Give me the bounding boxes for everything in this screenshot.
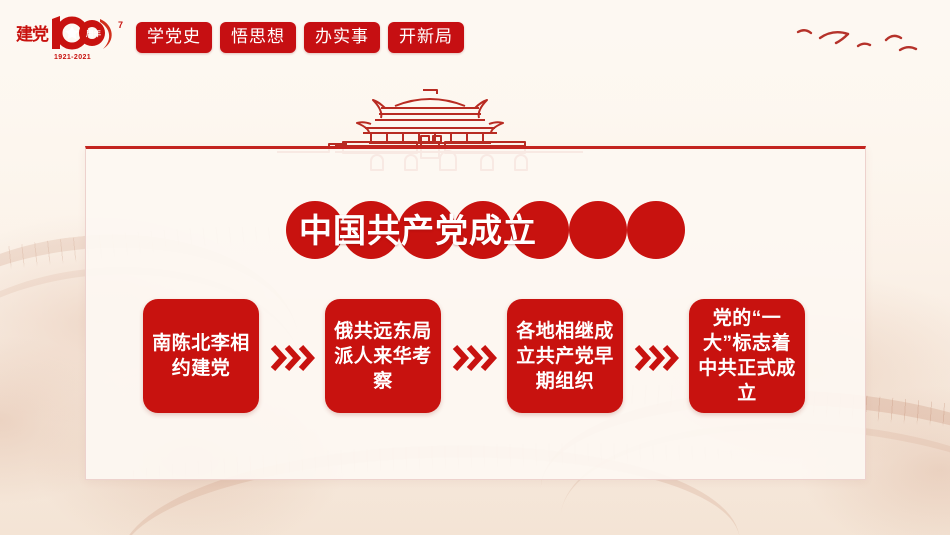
flow-step-3-label: 各地相继成立共产党早期组织 [516,320,614,392]
header: 建党 周年 7 1921-2021 学党史 悟思想 办实事 开新局 [0,0,950,72]
page-title: 中国共产党成立 [299,212,537,249]
triple-chevron-right-icon-2 [451,343,498,373]
logo-years-text: 1921-2021 [54,54,91,61]
title-dot-3 [398,201,456,259]
flow-step-1[interactable]: 南陈北李相约建党 [143,299,259,413]
triple-chevron-right-icon-1 [269,343,316,373]
flying-birds-icon [790,16,936,62]
flow-step-4[interactable]: 党的“一大”标志着中共正式成立 [689,299,805,413]
triple-chevron-right-icon-3 [633,343,680,373]
title-dot-1 [286,201,344,259]
flow-step-3[interactable]: 各地相继成立共产党早期组织 [507,299,623,413]
title-dot-7 [627,201,685,259]
flow-step-1-label: 南陈北李相约建党 [152,333,250,379]
nav-button-xue-dang-shi[interactable]: 学党史 [136,22,212,53]
logo-star-icon [64,25,80,40]
title-dot-4 [454,201,512,259]
cpc-100th-anniversary-logo: 建党 周年 7 1921-2021 [14,11,134,63]
nav-button-kai-xin-ju[interactable]: 开新局 [388,22,464,53]
logo-anniversary-text: 周年 [86,28,101,38]
flow-step-2-label: 俄共远东局派人来华考察 [334,320,432,392]
nav-button-group: 学党史 悟思想 办实事 开新局 [136,22,464,53]
flow-step-2[interactable]: 俄共远东局派人来华考察 [325,299,441,413]
logo-main-text: 建党 [16,24,49,44]
title-banner: 中国共产党成立 [286,201,706,263]
title-dot-2 [342,201,400,259]
svg-text:7: 7 [118,20,123,30]
nav-button-ban-shi-shi[interactable]: 办实事 [304,22,380,53]
title-dot-6 [569,201,627,259]
flow-diagram: 南陈北李相约建党 俄共远东局派人来华考察 各 [143,299,823,429]
nav-button-wu-si-xiang[interactable]: 悟思想 [220,22,296,53]
content-card: 中国共产党成立 南陈北李相约建党 俄共远东局派人来华考察 [85,146,866,480]
title-dot-5 [511,201,569,259]
flow-step-4-label: 党的“一大”标志着中共正式成立 [698,308,796,404]
